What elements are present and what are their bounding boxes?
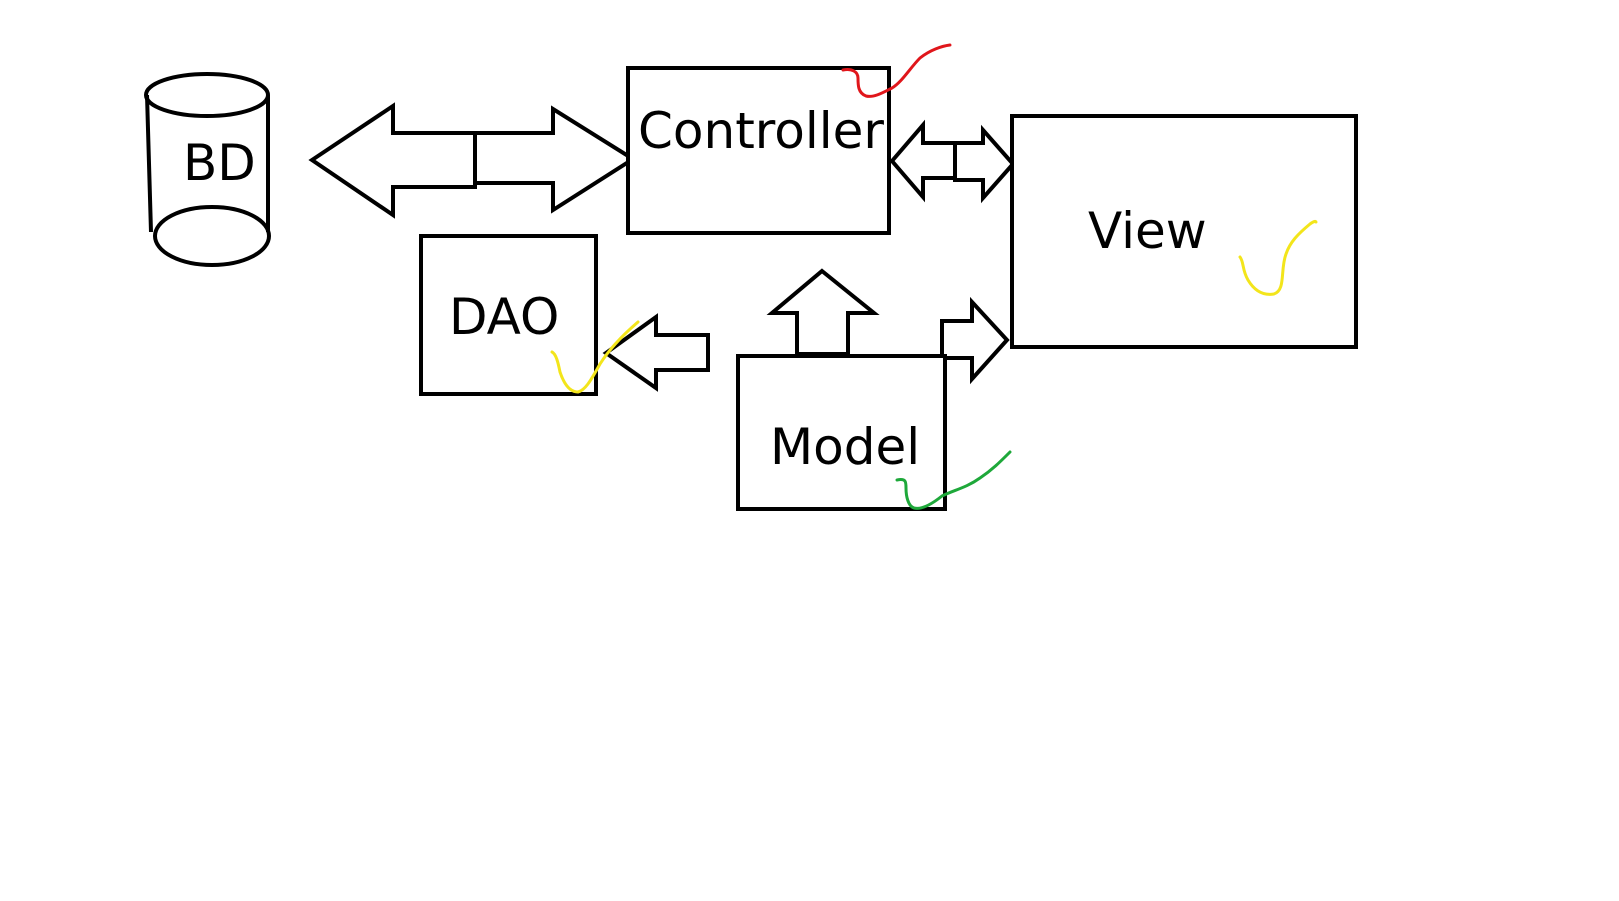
model-to-dao-arrow [602,313,710,392]
model-box: Model [736,354,947,511]
controller-label: Controller [638,102,884,160]
green-check-mark [895,450,1012,510]
bd-label: BD [183,134,256,192]
controller-view-double-arrow [889,119,1016,204]
dao-label: DAO [449,288,559,346]
bd-cylinder-bottom [153,205,271,267]
dao-box: DAO [419,234,598,396]
controller-box: Controller [626,66,891,235]
arrow-left-to-controller [889,119,957,203]
model-rect [736,354,947,511]
view-label: View [1088,202,1207,260]
controller-rect [626,66,891,235]
dao-rect [419,234,598,396]
yellow-check-mark-view [1238,219,1318,296]
arrow-left-to-bd [308,102,477,219]
red-check-mark [841,43,952,98]
bd-cylinder: BD [144,72,271,267]
model-to-view-arrow [940,296,1010,385]
model-to-controller-arrow [766,268,880,356]
bd-cylinder-top [144,72,270,118]
arrow-right-to-view [953,124,1016,204]
arrow-right-to-controller [473,105,637,214]
view-rect [1010,114,1358,349]
view-box: View [1010,114,1358,349]
model-label: Model [770,418,920,476]
yellow-check-mark-dao [550,320,640,394]
bd-cylinder-body [145,94,270,233]
bd-controller-double-arrow [308,102,637,219]
